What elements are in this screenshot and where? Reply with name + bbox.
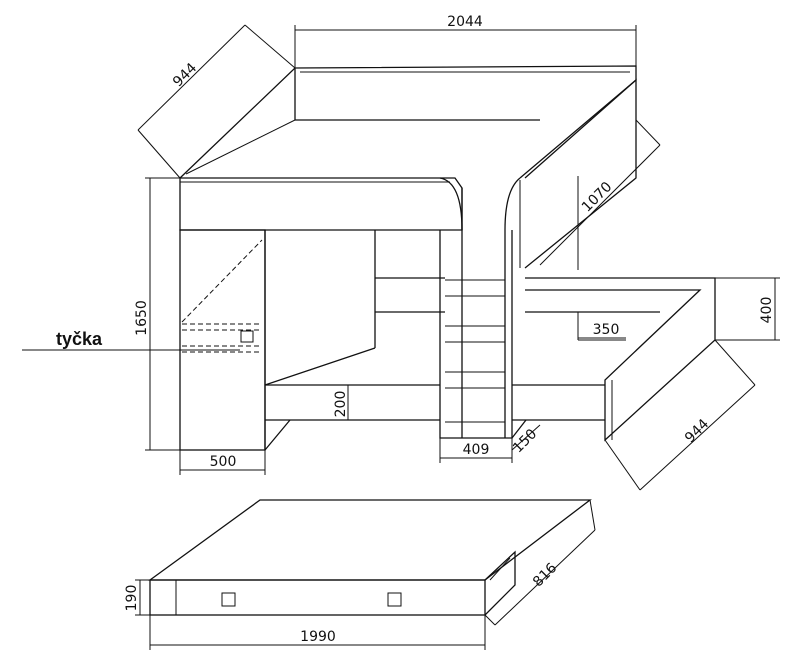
dimension-lines [22, 24, 780, 650]
dim-top-width: 2044 [447, 14, 483, 30]
dim-height: 1650 [134, 300, 150, 336]
lower-bed [512, 277, 716, 442]
dim-drawer-width: 1990 [300, 629, 336, 645]
dim-lower-depth: 944 [682, 416, 712, 446]
dim-rail-height: 400 [759, 297, 775, 324]
dim-top-depth: 944 [170, 60, 200, 90]
dim-gap-height: 200 [333, 391, 349, 418]
pole-label: tyčka [56, 329, 103, 349]
middle-structure [264, 230, 445, 451]
dim-ladder-depth: 150 [510, 426, 540, 456]
dim-drawer-height: 190 [124, 585, 140, 612]
wardrobe [179, 229, 266, 451]
dim-ladder-width: 409 [463, 442, 490, 458]
dim-drawer-depth: 816 [530, 560, 560, 590]
ladder [439, 188, 527, 439]
upper-bed [179, 65, 637, 270]
dim-shelf-width: 350 [593, 322, 620, 338]
drawer-handle-right [387, 592, 402, 607]
drawer-handle-left [221, 592, 236, 607]
dim-wardrobe-width: 500 [210, 454, 237, 470]
